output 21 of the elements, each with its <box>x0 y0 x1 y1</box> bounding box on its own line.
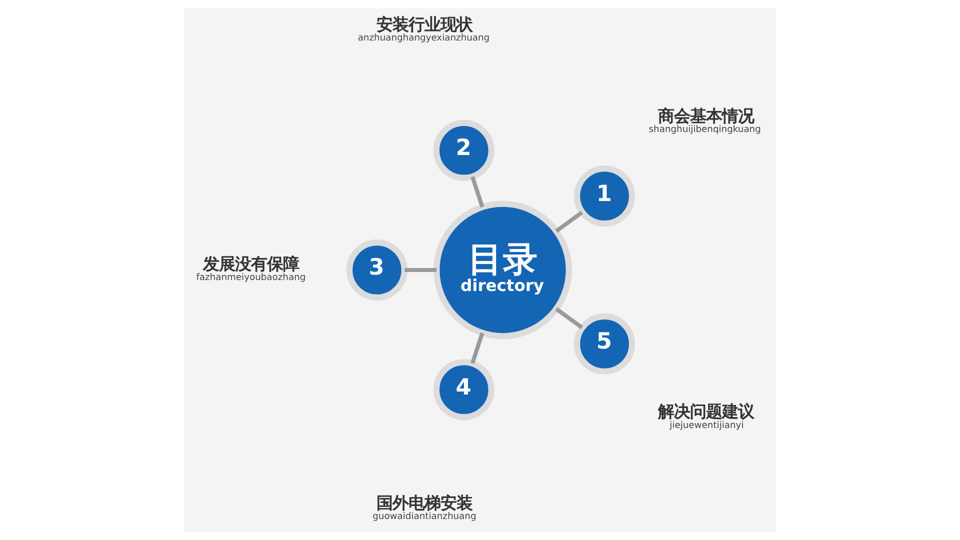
node-label: fazhanmeiyoubaozhang <box>196 272 306 283</box>
connector <box>470 176 484 208</box>
node-circle: 1 <box>574 166 636 227</box>
connector <box>470 332 484 364</box>
node-label: anzhuanghangyexianzhuang <box>358 34 490 44</box>
node-circle: 2 <box>433 120 494 181</box>
node-circle: 目录 directory <box>434 200 572 340</box>
node-circle: 4 <box>433 359 494 420</box>
node-label: 商会基本情况 <box>658 106 754 126</box>
node-circle: 3 <box>346 239 408 301</box>
node-label: shanghuijibenqingkuang <box>648 124 761 135</box>
node-label: 发展没有保障 <box>202 254 299 274</box>
node-label: jiejuewentijianyi <box>670 420 744 431</box>
connector <box>555 307 584 330</box>
node-circle: 5 <box>574 313 636 374</box>
node-label: 国外电梯安装 <box>376 494 473 513</box>
node-label: 解决问题建议 <box>658 402 754 422</box>
node-label: guowaidiantianzhuang <box>372 512 476 522</box>
node-label: 安装行业现状 <box>376 15 473 34</box>
connector <box>404 268 437 272</box>
connector <box>555 210 584 233</box>
